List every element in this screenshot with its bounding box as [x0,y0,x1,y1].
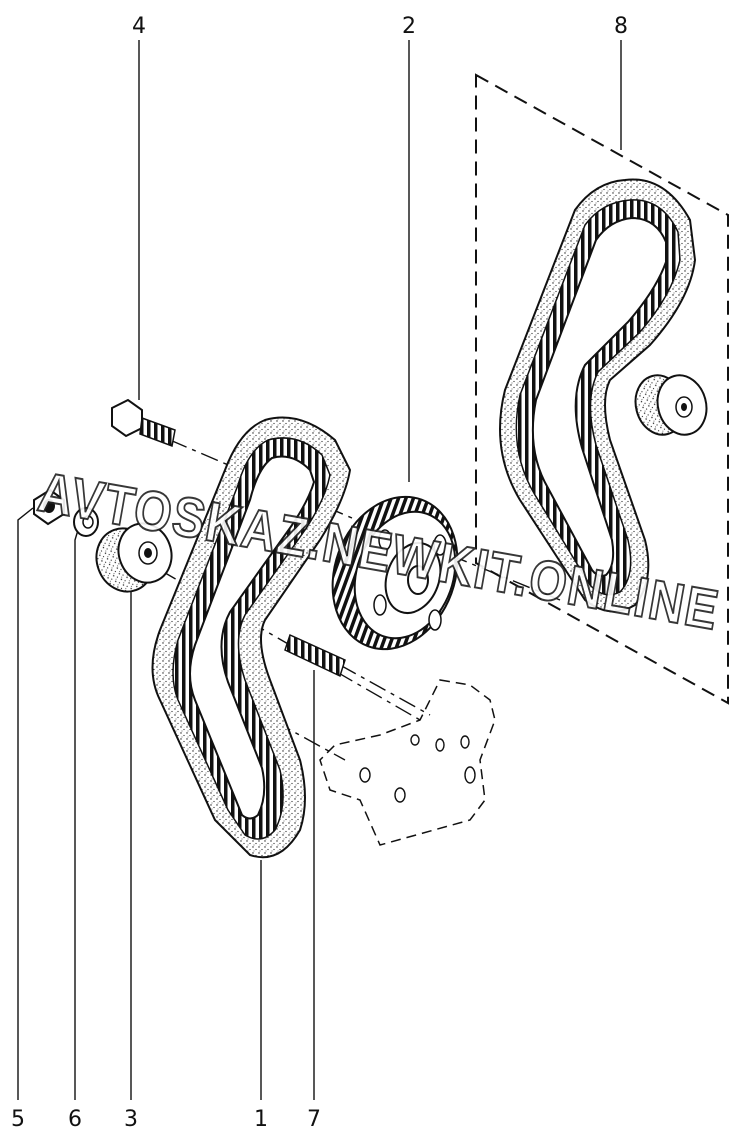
camshaft-sprocket [331,495,459,651]
callout-1: 1 [254,1107,268,1132]
callout-7: 7 [307,1107,321,1132]
stud [284,633,346,678]
callout-2: 2 [402,14,416,39]
callout-labels: 4 2 8 5 6 3 1 7 [11,14,628,1132]
timing-belt [151,416,352,859]
callout-3: 3 [124,1107,138,1132]
kit-boundary-box [475,73,729,705]
tensioner-roller [95,522,173,593]
kit-tensioner-roller [634,374,708,436]
bolt [111,398,176,448]
callout-8: 8 [614,14,628,39]
callout-6: 6 [68,1107,82,1132]
engine-bracket-phantom [319,679,496,846]
callout-5: 5 [11,1107,25,1132]
washer [73,507,99,537]
callout-4: 4 [132,14,146,39]
leader-lines [17,40,622,1100]
kit-timing-belt [499,178,697,613]
nut [33,488,65,526]
